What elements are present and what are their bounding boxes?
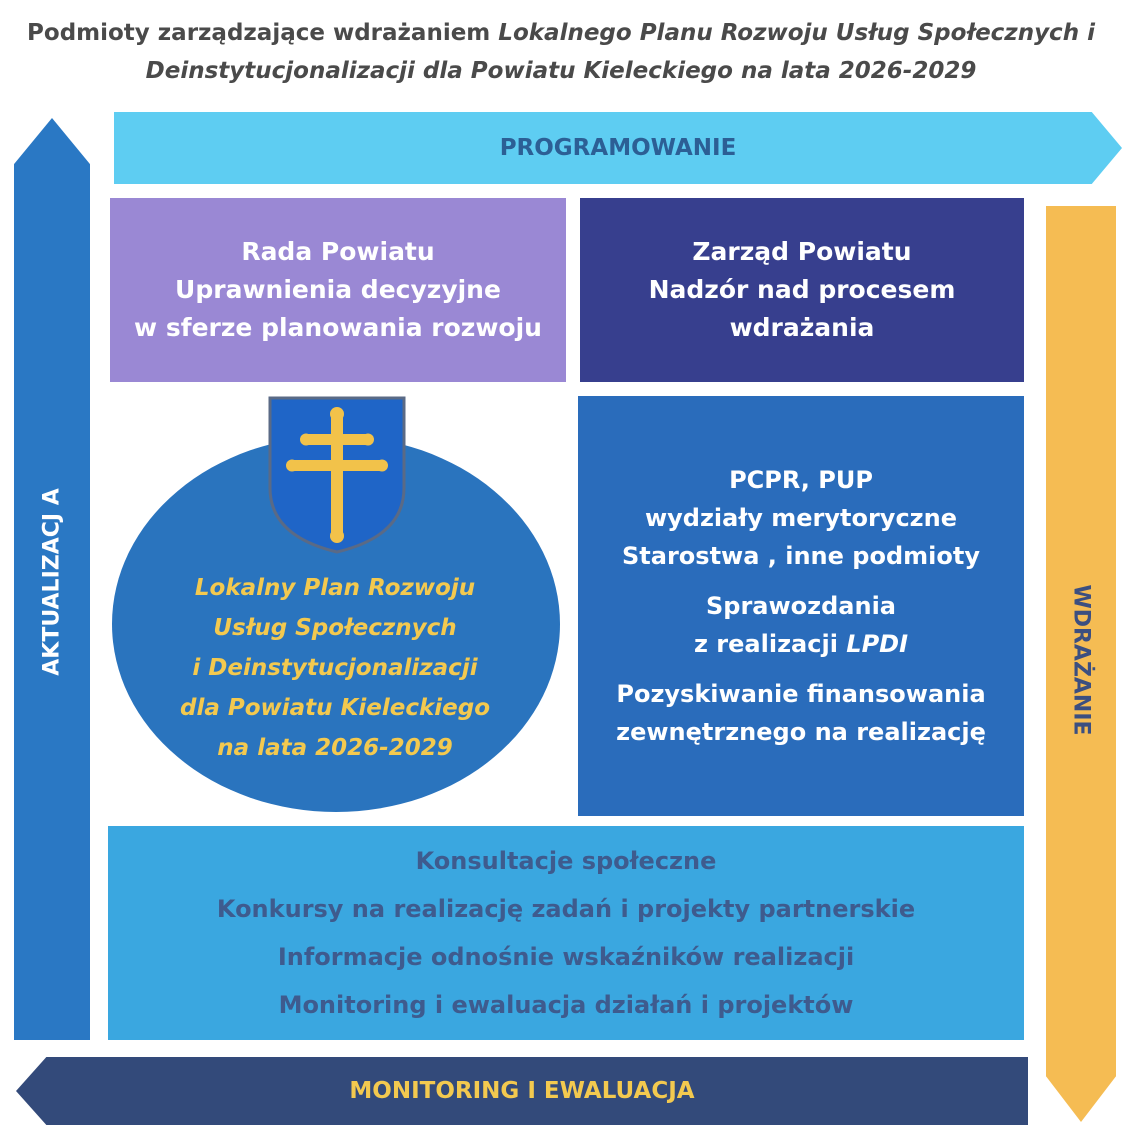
aktualizacja-arrow (14, 118, 90, 1040)
programowanie-label: PROGRAMOWANIE (499, 135, 737, 161)
zarzad-line: wdrażania (729, 313, 875, 342)
circle-line: Usług Społecznych (213, 615, 457, 641)
activities-box: Konsultacje społeczne Konkursy na realiz… (108, 826, 1024, 1040)
pcpr-line: Pozyskiwanie finansowania (616, 680, 986, 708)
rada-line: Uprawnienia decyzyjne (175, 275, 501, 304)
zarzad-powiatu-box: Zarząd Powiatu Nadzór nad procesem wdraż… (580, 198, 1024, 382)
pcpr-group-entities: PCPR, PUP wydziały merytoryczne Starostw… (622, 461, 980, 575)
rada-powiatu-box: Rada Powiatu Uprawnienia decyzyjne w sfe… (110, 198, 566, 382)
aktualizacja-label: AKTUALIZACJ A (39, 488, 65, 676)
title-line-1: Podmioty zarządzające wdrażaniem Lokalne… (0, 14, 1122, 52)
pcpr-box: PCPR, PUP wydziały merytoryczne Starostw… (578, 396, 1024, 816)
title-line-2: Deinstytucjonalizacji dla Powiatu Kielec… (0, 52, 1122, 90)
double-cross-coat-of-arms-icon (268, 396, 406, 554)
wdrazanie-arrow (1046, 206, 1116, 1122)
pcpr-group-reports: Sprawozdania z realizacji LPDI (694, 587, 908, 663)
programowanie-arrow: PROGRAMOWANIE (114, 112, 1122, 184)
monitoring-arrow: MONITORING I EWALUACJA (16, 1057, 1028, 1125)
activity-item: Monitoring i ewaluacja działań i projekt… (278, 991, 854, 1019)
rada-line: Rada Powiatu (241, 237, 435, 266)
activity-item: Konsultacje społeczne (415, 847, 717, 875)
title-line-2-italic: Deinstytucjonalizacji dla Powiatu Kielec… (145, 58, 977, 84)
lpdi-abbreviation: LPDI (846, 630, 909, 658)
pcpr-line: wydziały merytoryczne (644, 504, 958, 532)
activity-item: Informacje odnośnie wskaźników realizacj… (277, 943, 855, 971)
circle-line: i Deinstytucjonalizacji (192, 655, 478, 681)
pcpr-line-plain: z realizacji (693, 630, 847, 658)
wdrazanie-label: WDRAŻANIE (1068, 584, 1094, 736)
pcpr-line: Sprawozdania (705, 592, 896, 620)
pcpr-line: PCPR, PUP (729, 466, 873, 494)
rada-line: w sferze planowania rozwoju (134, 313, 542, 342)
plan-circle-text: Lokalny Plan Rozwoju Usług Społecznych i… (130, 568, 540, 768)
zarzad-line: Zarząd Powiatu (692, 237, 912, 266)
diagram-title: Podmioty zarządzające wdrażaniem Lokalne… (0, 14, 1122, 90)
pcpr-group-funding: Pozyskiwanie finansowania zewnętrznego n… (616, 675, 986, 751)
circle-line: dla Powiatu Kieleckiego (179, 695, 491, 721)
title-line-1-plain: Podmioty zarządzające wdrażaniem (27, 20, 499, 46)
circle-line: Lokalny Plan Rozwoju (194, 575, 476, 601)
title-line-1-italic: Lokalnego Planu Rozwoju Usług Społecznyc… (498, 20, 1095, 46)
pcpr-line: Starostwa , inne podmioty (622, 542, 980, 570)
zarzad-line: Nadzór nad procesem (648, 275, 956, 304)
circle-line: na lata 2026-2029 (217, 735, 453, 761)
pcpr-line: zewnętrznego na realizację (616, 718, 986, 746)
activity-item: Konkursy na realizację zadań i projekty … (216, 895, 916, 923)
pcpr-line: z realizacji LPDI (694, 625, 908, 663)
monitoring-label: MONITORING I EWALUACJA (349, 1078, 695, 1104)
